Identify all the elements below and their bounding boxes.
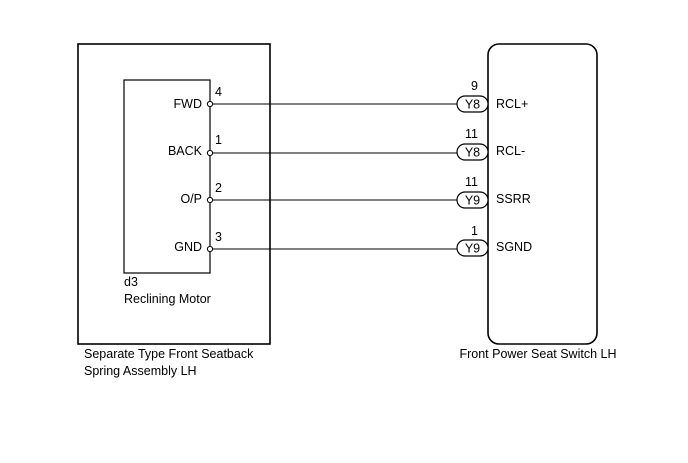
motor-name: Reclining Motor (124, 292, 211, 306)
connector-badge (456, 143, 489, 161)
connector-badge (456, 95, 489, 113)
circuit-gnd: GND 3 1 Y9 SGND (174, 224, 532, 257)
switch-pin-number: 9 (471, 79, 478, 93)
switch-terminal-label: SSRR (496, 192, 531, 206)
switch-pin-number: 11 (465, 127, 478, 141)
circuit-fwd: FWD 4 9 Y8 RCL+ (174, 79, 528, 113)
switch-terminal-label: RCL+ (496, 97, 528, 111)
motor-code: d3 (124, 275, 138, 289)
connector-badge (456, 239, 489, 257)
motor-pin-number: 2 (215, 181, 222, 195)
motor-pin-number: 3 (215, 230, 222, 244)
motor-terminal-label: GND (174, 240, 202, 254)
motor-terminal-label: O/P (180, 192, 202, 206)
motor-pin-terminal (206, 149, 214, 157)
connector-code: Y9 (465, 194, 480, 208)
connector-code: Y8 (465, 146, 480, 160)
circuit-back: BACK 1 11 Y8 RCL- (168, 127, 525, 161)
motor-terminal-label: BACK (168, 144, 203, 158)
motor-pin-terminal (206, 245, 214, 253)
motor-pin-terminal (206, 100, 214, 108)
switch-pin-number: 11 (465, 175, 478, 189)
motor-pin-terminal (206, 196, 214, 204)
seatback-assembly-box (77, 43, 271, 345)
connector-code: Y9 (465, 242, 480, 256)
motor-pin-number: 1 (215, 133, 222, 147)
switch-terminal-label: RCL- (496, 144, 525, 158)
motor-pin-number: 4 (215, 85, 222, 99)
switch-name: Front Power Seat Switch LH (459, 347, 616, 361)
connector-code: Y8 (465, 98, 480, 112)
assembly-name-line2: Spring Assembly LH (84, 364, 197, 378)
switch-pin-number: 1 (471, 224, 478, 238)
reclining-motor-box (123, 79, 211, 274)
assembly-name-line1: Separate Type Front Seatback (84, 347, 254, 361)
circuit-op: O/P 2 11 Y9 SSRR (180, 175, 531, 209)
power-seat-switch-box (487, 43, 598, 345)
switch-terminal-label: SGND (496, 240, 532, 254)
motor-terminal-label: FWD (174, 97, 202, 111)
connector-badge (456, 191, 489, 209)
